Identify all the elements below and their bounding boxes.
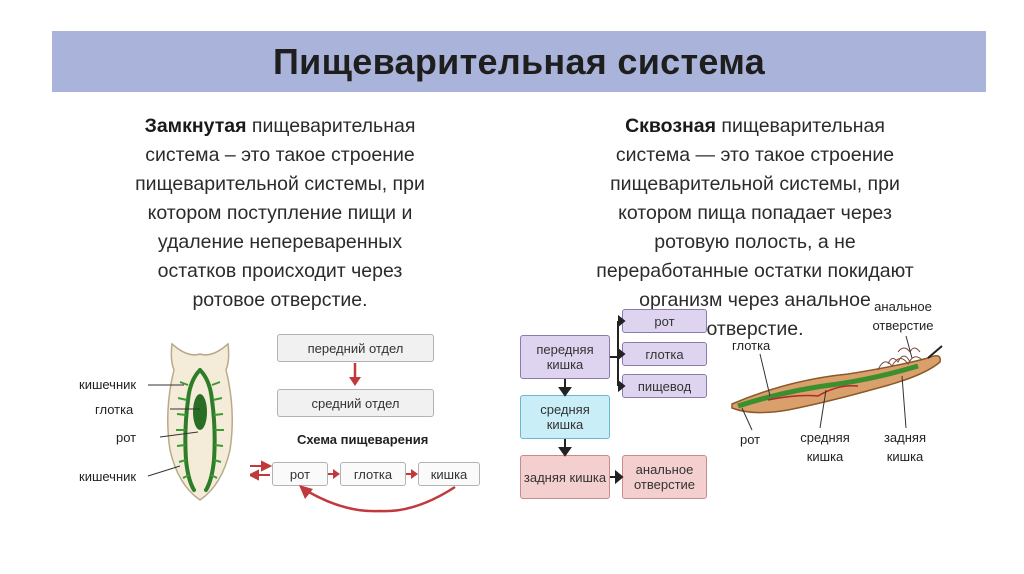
scheme-box-mouth: рот xyxy=(272,462,328,486)
scheme-arrow-1 xyxy=(328,469,340,479)
roundworm-illustration xyxy=(731,345,943,414)
through-line-2: система — это такое строение xyxy=(615,144,895,166)
through-system-definition: Сквозная пищеварительная система — это т… xyxy=(520,112,990,344)
scheme-box-pharynx: глотка xyxy=(340,462,406,486)
roundworm-label-middle-gut: средняя кишка xyxy=(790,428,860,466)
flow-box-esophagus: пищевод xyxy=(622,374,707,398)
closed-line-2: система – это такое строение xyxy=(145,144,415,166)
through-line-3: пищеварительной системы, при xyxy=(610,173,900,195)
scheme-arrow-down xyxy=(349,363,361,386)
flow-box-pharynx: глотка xyxy=(622,342,707,366)
flow-box-mouth: рот xyxy=(622,309,707,333)
through-term: Сквозная xyxy=(625,115,717,137)
roundworm-label-anus: анальное отверстие xyxy=(872,299,934,333)
flatworm-illustration xyxy=(167,342,233,501)
page-title: Пищеварительная система xyxy=(272,41,766,82)
roundworm-label-anus-line1: анальное отверстие xyxy=(858,297,948,335)
closed-system-definition: Замкнутая пищеварительная система – это … xyxy=(70,112,490,315)
scheme-caption: Схема пищеварения xyxy=(297,432,429,447)
closed-line-7: ротовое отверстие. xyxy=(192,289,368,311)
flow-box-hind-gut: задняя кишка xyxy=(520,455,610,499)
closed-term: Замкнутая xyxy=(144,115,247,137)
scheme-box-middle-section: средний отдел xyxy=(277,389,434,417)
roundworm-label-lines xyxy=(741,335,913,431)
roundworm-label-hind-text: задняя кишка xyxy=(883,430,927,464)
closed-line-4: котором поступление пищи и xyxy=(147,202,413,224)
roundworm-label-middle-text: средняя кишка xyxy=(800,430,850,464)
flow-box-middle-gut: средняя кишка xyxy=(520,395,610,439)
through-line-7: организм через анальное xyxy=(639,289,871,311)
through-line-8: отверстие. xyxy=(706,318,804,340)
closed-line-6: остатков происходит через xyxy=(157,260,403,282)
flatworm-label-lines xyxy=(147,384,200,477)
through-line-4: котором пища попадает через xyxy=(618,202,892,224)
scheme-return-arrow xyxy=(299,485,456,513)
flatworm-label-intestine-bottom: кишечник xyxy=(79,469,137,484)
scheme-box-front-section: передний отдел xyxy=(277,334,434,362)
scheme-in-arrows xyxy=(250,460,272,481)
flow-connectors xyxy=(558,314,626,485)
closed-line-1: пищеварительная xyxy=(246,115,416,137)
flow-box-anus: анальное отверстие xyxy=(622,455,707,499)
title-bar: Пищеварительная система xyxy=(52,31,986,92)
scheme-arrow-2 xyxy=(406,469,418,479)
scheme-box-gut: кишка xyxy=(418,462,480,486)
flatworm-label-pharynx: глотка xyxy=(95,402,134,417)
flatworm-label-mouth: рот xyxy=(116,430,137,445)
through-line-6: переработанные остатки покидают xyxy=(596,260,914,282)
through-line-5: ротовую полость, а не xyxy=(654,231,856,253)
flow-box-front-gut: передняя кишка xyxy=(520,335,610,379)
roundworm-label-hind-gut: задняя кишка xyxy=(870,428,940,466)
through-line-1: пищеварительная xyxy=(716,115,885,137)
closed-line-3: пищеварительной системы, при xyxy=(135,173,425,195)
roundworm-label-mouth: рот xyxy=(740,432,761,447)
closed-line-5: удаление непереваренных xyxy=(157,231,403,253)
flatworm-label-intestine-top: кишечник xyxy=(79,377,137,392)
roundworm-label-pharynx: глотка xyxy=(732,338,771,353)
